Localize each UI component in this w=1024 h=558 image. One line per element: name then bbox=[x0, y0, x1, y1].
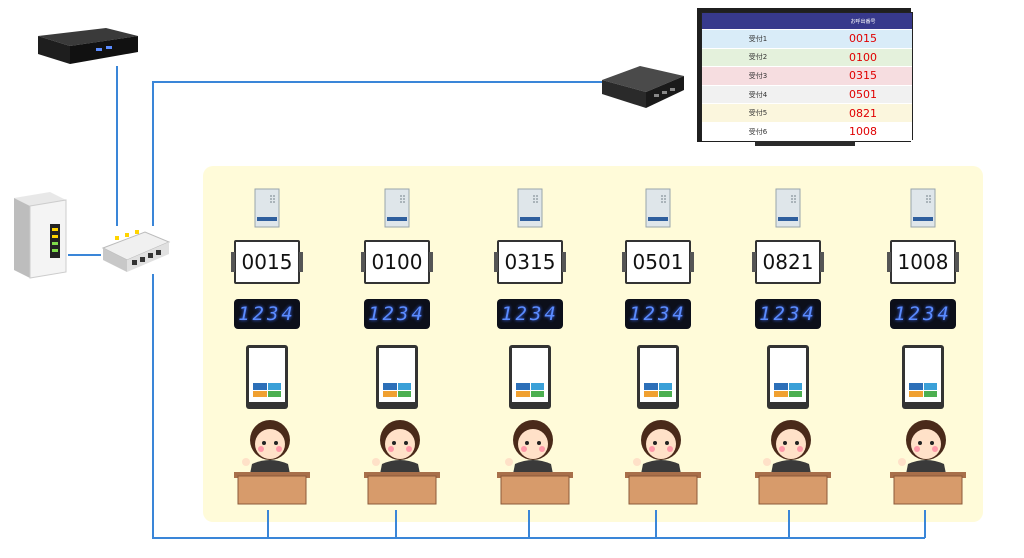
speaker-icon bbox=[775, 188, 801, 228]
monitor-row: 受付4 0501 bbox=[702, 84, 912, 104]
receptionist-icon bbox=[234, 420, 310, 505]
router-icon bbox=[14, 192, 67, 279]
called-number: 0821 bbox=[849, 106, 877, 120]
counter-number-sign: 1008 bbox=[887, 240, 959, 284]
counter-label: 受付1 bbox=[748, 34, 768, 43]
counter-number-sign: 0100 bbox=[361, 240, 433, 284]
counter-number-sign: 0015 bbox=[231, 240, 303, 284]
receptionist-icon bbox=[497, 420, 573, 505]
speaker-icon bbox=[645, 188, 671, 228]
receptionist-icon bbox=[890, 420, 966, 505]
monitor-row: 受付6 1008 bbox=[702, 121, 912, 141]
call-display-monitor: お呼出番号 受付1 0015 受付2 0100 受付3 0315 受付4 0501 受付5 082… bbox=[697, 8, 917, 146]
speaker-icon bbox=[254, 188, 280, 228]
switching-hub-icon bbox=[101, 230, 171, 272]
counter-label: 受付6 bbox=[748, 127, 768, 136]
led-number-display: 1234 bbox=[497, 299, 563, 329]
speaker-icon bbox=[910, 188, 936, 228]
called-number: 0501 bbox=[849, 88, 877, 102]
tablet-terminal-icon bbox=[246, 345, 288, 409]
mini-pc-icon bbox=[38, 28, 138, 64]
called-number: 0100 bbox=[849, 50, 877, 64]
tablet-terminal-icon bbox=[767, 345, 809, 409]
led-number-display: 1234 bbox=[234, 299, 300, 329]
led-number-display: 1234 bbox=[625, 299, 691, 329]
receptionist-icon bbox=[755, 420, 831, 505]
called-number: 0315 bbox=[849, 69, 877, 83]
monitor-header: お呼出番号 bbox=[702, 13, 912, 29]
counter-label: 受付5 bbox=[748, 109, 768, 118]
media-player-icon bbox=[602, 66, 684, 108]
monitor-row: 受付5 0821 bbox=[702, 103, 912, 122]
led-number-display: 1234 bbox=[890, 299, 956, 329]
called-number: 1008 bbox=[849, 125, 877, 139]
receptionist-icon bbox=[364, 420, 440, 505]
tablet-terminal-icon bbox=[509, 345, 551, 409]
tablet-terminal-icon bbox=[902, 345, 944, 409]
counter-label: 受付3 bbox=[748, 71, 768, 80]
monitor-header-label: お呼出番号 bbox=[850, 19, 876, 25]
monitor-row: 受付2 0100 bbox=[702, 47, 912, 67]
receptionist-icon bbox=[625, 420, 701, 505]
monitor-row: 受付1 0015 bbox=[702, 29, 912, 48]
counter-label: 受付4 bbox=[748, 90, 768, 99]
called-number: 0015 bbox=[849, 32, 877, 46]
counter-number-sign: 0821 bbox=[752, 240, 824, 284]
led-number-display: 1234 bbox=[364, 299, 430, 329]
counter-area-panel bbox=[203, 166, 983, 522]
led-number-display: 1234 bbox=[755, 299, 821, 329]
monitor-screen: お呼出番号 受付1 0015 受付2 0100 受付3 0315 受付4 0501 受付5 082… bbox=[701, 12, 913, 141]
counter-number-sign: 0315 bbox=[494, 240, 566, 284]
counter-label: 受付2 bbox=[748, 53, 768, 62]
speaker-icon bbox=[517, 188, 543, 228]
tablet-terminal-icon bbox=[376, 345, 418, 409]
counter-number-sign: 0501 bbox=[622, 240, 694, 284]
tablet-terminal-icon bbox=[637, 345, 679, 409]
monitor-row: 受付3 0315 bbox=[702, 66, 912, 85]
speaker-icon bbox=[384, 188, 410, 228]
